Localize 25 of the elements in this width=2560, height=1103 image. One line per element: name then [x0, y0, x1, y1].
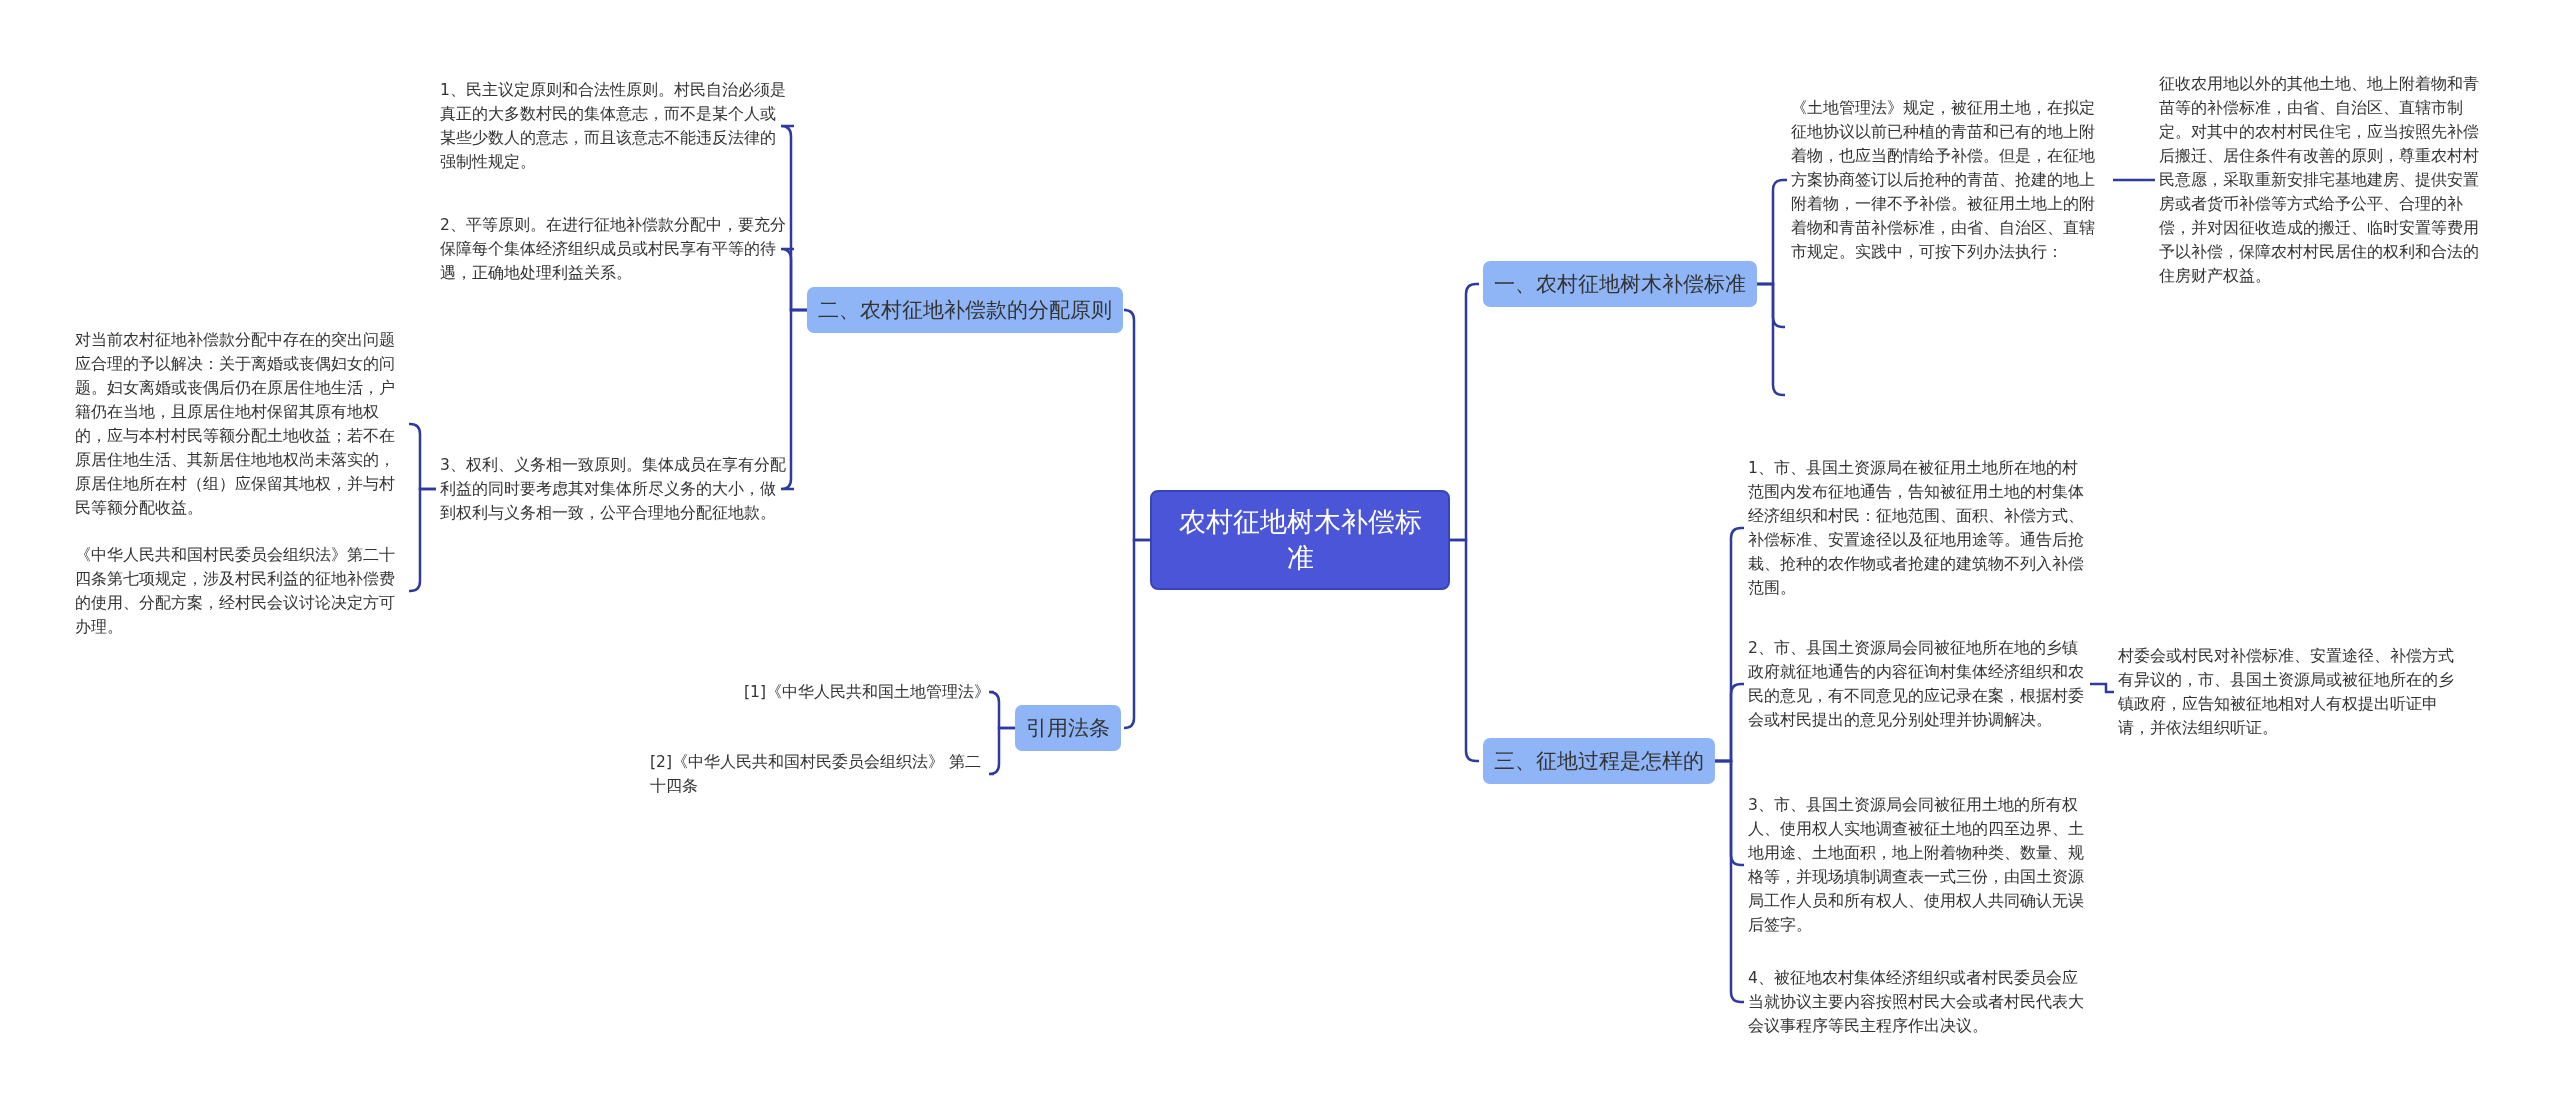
note-text: 4、被征地农村集体经济组织或者村民委员会应当就协议主要内容按照村民大会或者村民代表大会议事程序等民主程序作出决议。	[1748, 966, 2086, 1038]
connector-line	[2113, 178, 2155, 182]
topic-box: 二、农村征地补偿款的分配原则	[807, 287, 1123, 333]
reference-text: [1]《中华人民共和国土地管理法》	[650, 680, 990, 704]
note-text: 对当前农村征地补偿款分配中存在的突出问题应合理的予以解决：关于离婚或丧偶妇女的问题。妇女离婚或丧偶后仍在原居住地生活，户籍仍在当地，且原居住地村保留其原有地权的，应与本村村民等额分配土地收益；若不在原居住地生活、其新居住地地权尚未落实的，原居住地所在村（组）应保留其地权，并与村民等额分配收益。	[75, 328, 405, 520]
connector-line	[2090, 682, 2114, 694]
note-text: 《中华人民共和国村民委员会组织法》第二十四条第七项规定，涉及村民利益的征地补偿费的使用、分配方案，经村民会议讨论决定方可办理。	[75, 543, 405, 639]
note-text: 村委会或村民对补偿标准、安置途径、补偿方式有异议的，市、县国土资源局或被征地所在的乡镇政府，应告知被征地相对人有权提出听证申请，并依法组织听证。	[2118, 644, 2458, 740]
note-text: 2、市、县国土资源局会同被征地所在地的乡镇政府就征地通告的内容征询村集体经济组织和农民的意见，有不同意见的应记录在案，根据村委会或村民提出的意见分别处理并协调解决。	[1748, 636, 2086, 732]
connector-line	[1757, 282, 1785, 397]
topic-box: 一、农村征地树木补偿标准	[1483, 261, 1757, 307]
note-text: 2、平等原则。在进行征地补偿款分配中，要充分保障每个集体经济组织成员或村民享有平等的待遇，正确地处理利益关系。	[440, 213, 790, 285]
connector-line	[408, 487, 436, 593]
note-text: 1、市、县国土资源局在被征用土地所在地的村范围内发布征地通告，告知被征用土地的村集体经济组织和村民：征地范围、面积、补偿方式、补偿标准、安置途径以及征地用途等。通告后抢栽、抢种的农作物或者抢建的建筑物不列入补偿范围。	[1748, 456, 2086, 600]
topic-box: 引用法条	[1015, 705, 1121, 751]
reference-text: [2]《中华人民共和国村民委员会组织法》 第二十四条	[650, 750, 990, 798]
note-text: 3、市、县国土资源局会同被征用土地的所有权人、使用权人实地调查被征土地的四至边界、土地用途、土地面积，地上附着物种类、数量、规格等，并现场填制调查表一式三份，由国土资源局工作人员和所有权人、使用权人共同确认无误后签字。	[1748, 793, 2086, 937]
connector-line	[1122, 538, 1150, 730]
connector-line	[987, 726, 1015, 776]
note-text: 《土地管理法》规定，被征用土地，在拟定征地协议以前已种植的青苗和已有的地上附着物，也应当酌情给予补偿。但是，在征地方案协商签订以后抢种的青苗、抢建的地上附着物，一律不予补偿。被征用土地上的附着物和青苗补偿标准，由省、自治区、直辖市规定。实践中，可按下列办法执行：	[1791, 96, 2109, 264]
note-text: 1、民主议定原则和合法性原则。村民自治必须是真正的大多数村民的集体意志，而不是某个人或某些少数人的意志，而且该意志不能违反法律的强制性规定。	[440, 78, 790, 174]
topic-box: 三、征地过程是怎样的	[1483, 738, 1715, 784]
central-topic-box: 农村征地树木补偿标准	[1150, 490, 1450, 590]
note-text: 3、权利、义务相一致原则。集体成员在享有分配利益的同时要考虑其对集体所尽义务的大小，做到权利与义务相一致，公平合理地分配征地款。	[440, 453, 790, 525]
note-text: 征收农用地以外的其他土地、地上附着物和青苗等的补偿标准，由省、自治区、直辖市制定。对其中的农村村民住宅，应当按照先补偿后搬迁、居住条件有改善的原则，尊重农村村民意愿，采取重新安排宅基地建房、提供安置房或者货币补偿等方式给予公平、合理的补偿，并对因征收造成的搬迁、临时安置等费用予以补偿，保障农村村民居住的权利和合法的住房财产权益。	[2159, 72, 2491, 288]
